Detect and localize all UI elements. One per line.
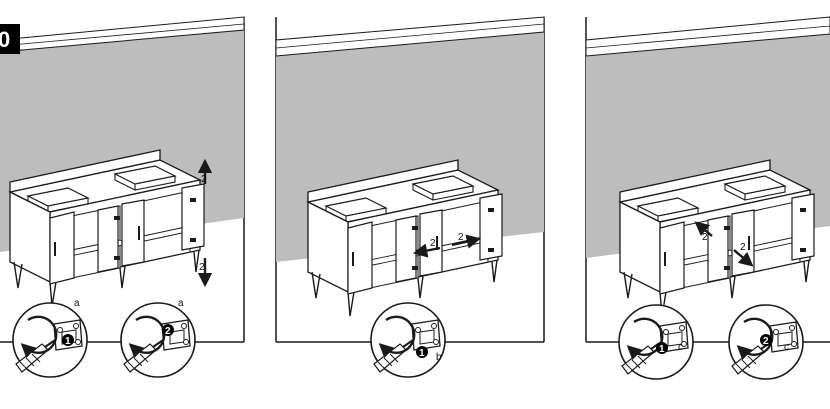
panel-1-detail-2-badge-bg	[162, 324, 174, 336]
panel-2-detail-1-callout: b	[436, 352, 442, 363]
panel-2-detail-1-badge: 1	[419, 348, 425, 359]
panel-1-detail-1-badge-bg	[62, 334, 74, 346]
step-number: 0	[0, 27, 10, 52]
panel-3-arrow-in-label: 2	[702, 232, 708, 243]
panel-3-detail-2-badge: 2	[763, 336, 769, 347]
panel-2-detail-1-badge-bg	[416, 346, 428, 358]
panel-1-detail-2-callout: a	[178, 298, 184, 309]
panel-3-detail-1-badge: 1	[659, 344, 665, 355]
panel-3-arrow-in	[694, 221, 713, 237]
panel-3-detail-2-badge-bg	[760, 334, 772, 346]
panel-1-detail-2-badge: 2	[165, 326, 171, 337]
panel-1: 0 2 2 a 1 a 2	[0, 16, 245, 377]
panel-1-detail-2	[121, 303, 195, 377]
panel-3-detail-1-callout: c	[678, 342, 683, 353]
panel-3-arrow-out-label: 2	[740, 242, 746, 253]
panel-2-detail-1	[371, 303, 445, 377]
panel-3-detail-1-badge-bg	[656, 342, 668, 354]
panel-2-arrow-right	[451, 234, 482, 249]
panel-1-arrow-up-label: 2	[201, 174, 207, 185]
panel-2-ceiling	[275, 16, 545, 57]
panel-1-detail-1-callout: a	[74, 298, 80, 309]
panel-1-detail-1-badge: 1	[65, 336, 71, 347]
panel-3-detail-2-callout: c	[784, 342, 789, 353]
panel-3: 2 2 c 1 c 2	[585, 16, 830, 379]
panel-2-arrow-right-label: 2	[458, 232, 464, 243]
panel-2-arrow-left-label: 2	[430, 238, 436, 249]
panel-2-arrow-left	[412, 243, 441, 258]
panel-2: 2 2 b 1	[275, 16, 545, 377]
panel-3-ceiling	[585, 16, 830, 57]
step-number-badge	[0, 24, 20, 54]
panel-1-ceiling	[0, 16, 245, 53]
panel-3-arrow-out	[733, 249, 754, 267]
panel-1-detail-1	[13, 303, 87, 377]
panel-1-arrow-down-label: 2	[199, 262, 205, 273]
